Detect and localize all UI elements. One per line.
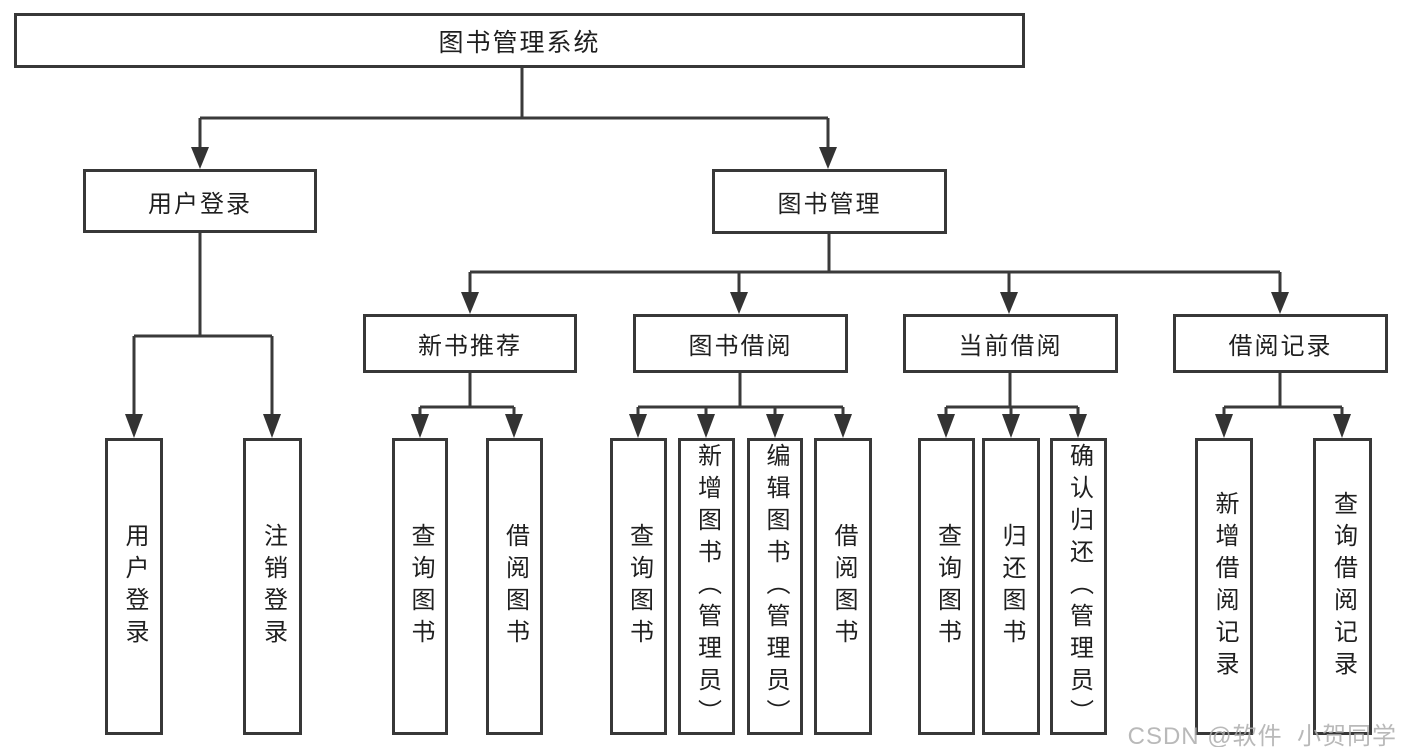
leaf-user-login-label: 用户登录 <box>121 522 148 651</box>
leaf-recommend-borrow-books: 借阅图书 <box>486 438 543 735</box>
leaf-borrowing-borrow-books-label: 借阅图书 <box>830 522 857 651</box>
leaf-recommend-query-books-label: 查询图书 <box>407 522 434 651</box>
leaf-records-query-borrow-record-label: 查询借阅记录 <box>1329 490 1357 683</box>
leaf-logout-label: 注销登录 <box>259 522 287 651</box>
leaf-borrowing-add-books-admin: 新增图书（管理员） <box>678 438 735 735</box>
node-library-management-system: 图书管理系统 <box>14 13 1025 68</box>
watermark: CSDN @软件_小贺同学 <box>1127 723 1397 747</box>
leaf-borrowing-query-books-label: 查询图书 <box>625 522 653 651</box>
leaf-current-confirm-return-admin: 确认归还（管理员） <box>1050 438 1107 735</box>
node-borrowing-records: 借阅记录 <box>1173 314 1388 373</box>
leaf-logout: 注销登录 <box>243 438 302 735</box>
leaf-recommend-borrow-books-label: 借阅图书 <box>501 522 529 651</box>
leaf-current-confirm-return-admin-label: 确认归还（管理员） <box>1065 442 1093 731</box>
node-book-borrowing: 图书借阅 <box>633 314 848 373</box>
node-current-borrowing: 当前借阅 <box>903 314 1118 373</box>
leaf-records-query-borrow-record: 查询借阅记录 <box>1313 438 1372 735</box>
leaf-current-return-books-label: 归还图书 <box>998 522 1025 651</box>
node-user-login: 用户登录 <box>83 169 317 233</box>
node-book-management: 图书管理 <box>712 169 947 234</box>
leaf-borrowing-edit-books-admin: 编辑图书（管理员） <box>747 438 803 735</box>
leaf-borrowing-borrow-books: 借阅图书 <box>814 438 872 735</box>
leaf-records-add-borrow-record: 新增借阅记录 <box>1195 438 1253 735</box>
leaf-borrowing-edit-books-admin-label: 编辑图书（管理员） <box>762 442 789 731</box>
leaf-user-login: 用户登录 <box>105 438 163 735</box>
arrowheads <box>125 147 1351 438</box>
leaf-records-add-borrow-record-label: 新增借阅记录 <box>1211 490 1238 683</box>
leaf-borrowing-query-books: 查询图书 <box>610 438 667 735</box>
leaf-current-query-books: 查询图书 <box>918 438 975 735</box>
node-new-book-recommendation: 新书推荐 <box>363 314 577 373</box>
leaf-current-query-books-label: 查询图书 <box>933 522 961 651</box>
leaf-borrowing-add-books-admin-label: 新增图书（管理员） <box>693 442 721 731</box>
leaf-current-return-books: 归还图书 <box>982 438 1040 735</box>
leaf-recommend-query-books: 查询图书 <box>392 438 448 735</box>
